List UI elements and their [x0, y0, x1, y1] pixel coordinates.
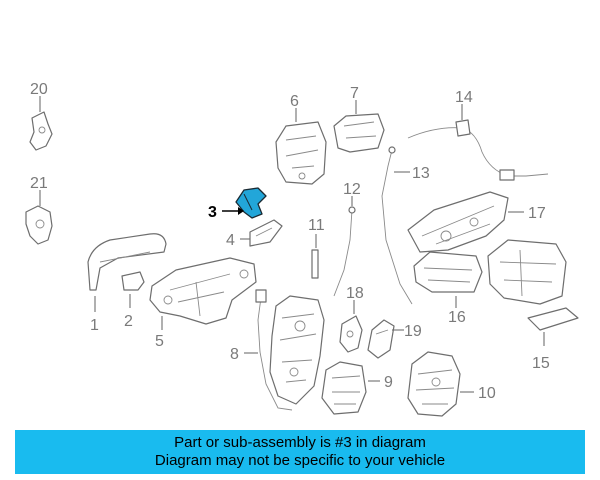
- callout-9: 9: [384, 374, 393, 391]
- callout-2: 2: [124, 313, 133, 330]
- part-9: 9: [321, 361, 393, 415]
- part-8: 8: [230, 289, 293, 411]
- part-19: 19: [367, 319, 422, 359]
- part-17: 17: [407, 191, 546, 253]
- part-10: 10: [407, 351, 496, 417]
- callout-16: 16: [448, 309, 466, 326]
- parts-diagram: 20 21 1 2 5 3 4: [25, 81, 579, 417]
- part-5: 5: [149, 257, 257, 350]
- info-banner: Part or sub-assembly is #3 in diagram Di…: [15, 430, 585, 474]
- part-18: 18: [339, 285, 364, 353]
- lock-assembly: [269, 295, 325, 405]
- callout-8: 8: [230, 346, 239, 363]
- part-11: 11: [308, 217, 325, 279]
- callout-11: 11: [308, 217, 325, 234]
- banner-line-1: Part or sub-assembly is #3 in diagram: [174, 434, 426, 451]
- part-16: 16: [413, 251, 483, 326]
- callout-3: 3: [208, 204, 217, 221]
- callout-10: 10: [478, 385, 496, 402]
- part-4: 4: [226, 219, 283, 249]
- part-3: 3: [208, 187, 267, 221]
- callout-15: 15: [532, 355, 550, 372]
- part-15: 15: [487, 239, 579, 372]
- part-2: 2: [121, 271, 145, 330]
- part-1: 1: [87, 233, 167, 334]
- part-14: 14: [407, 89, 549, 181]
- banner-line-2: Diagram may not be specific to your vehi…: [154, 452, 446, 469]
- callout-20: 20: [30, 81, 48, 98]
- callout-13: 13: [412, 165, 430, 182]
- callout-21: 21: [30, 175, 48, 192]
- callout-6: 6: [290, 93, 299, 110]
- callout-17: 17: [528, 205, 546, 222]
- part-13: 13: [381, 146, 430, 305]
- callout-7: 7: [350, 85, 359, 102]
- callout-18: 18: [346, 285, 364, 302]
- callout-14: 14: [455, 89, 473, 106]
- part-6: 6: [275, 93, 327, 185]
- part-21: 21: [25, 175, 53, 245]
- callout-12: 12: [343, 181, 361, 198]
- part-20: 20: [29, 81, 53, 151]
- part-12: 12: [333, 181, 361, 297]
- callout-19: 19: [404, 323, 422, 340]
- callout-1: 1: [90, 317, 99, 334]
- callout-5: 5: [155, 333, 164, 350]
- callout-4: 4: [226, 232, 235, 249]
- part-7: 7: [333, 85, 385, 153]
